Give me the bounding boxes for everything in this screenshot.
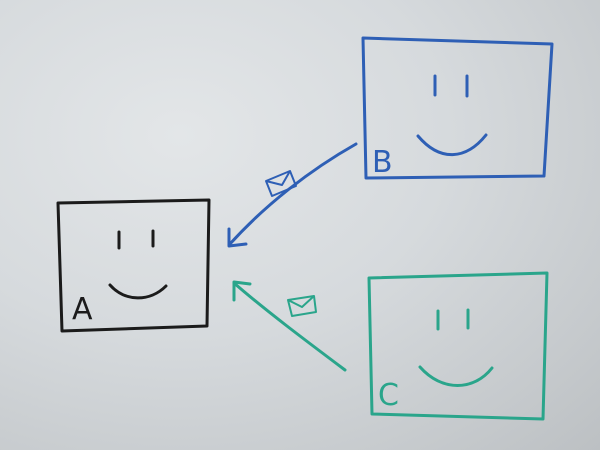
envelope-icon (287, 295, 317, 317)
edge-b-to-a-line (227, 142, 358, 247)
edge-c-to-a (232, 280, 347, 372)
node-c-smile (418, 365, 494, 387)
node-b-frame (361, 36, 554, 180)
node-a-frame (56, 198, 211, 333)
node-c-label: C (378, 378, 399, 413)
node-c (367, 271, 549, 421)
node-a-smile (108, 283, 168, 300)
node-c-frame (367, 271, 549, 421)
node-b-smile (416, 133, 488, 157)
edge-b-to-a-arrowhead (227, 227, 248, 248)
edge-b-to-a (227, 142, 358, 248)
node-a (56, 198, 211, 333)
node-b-label: B (372, 145, 393, 180)
edge-c-to-a-arrowhead (232, 280, 252, 302)
envelope-icon (265, 170, 297, 197)
node-b (361, 36, 554, 180)
node-a-label: A (72, 292, 93, 327)
edge-c-to-a-line (232, 281, 347, 372)
